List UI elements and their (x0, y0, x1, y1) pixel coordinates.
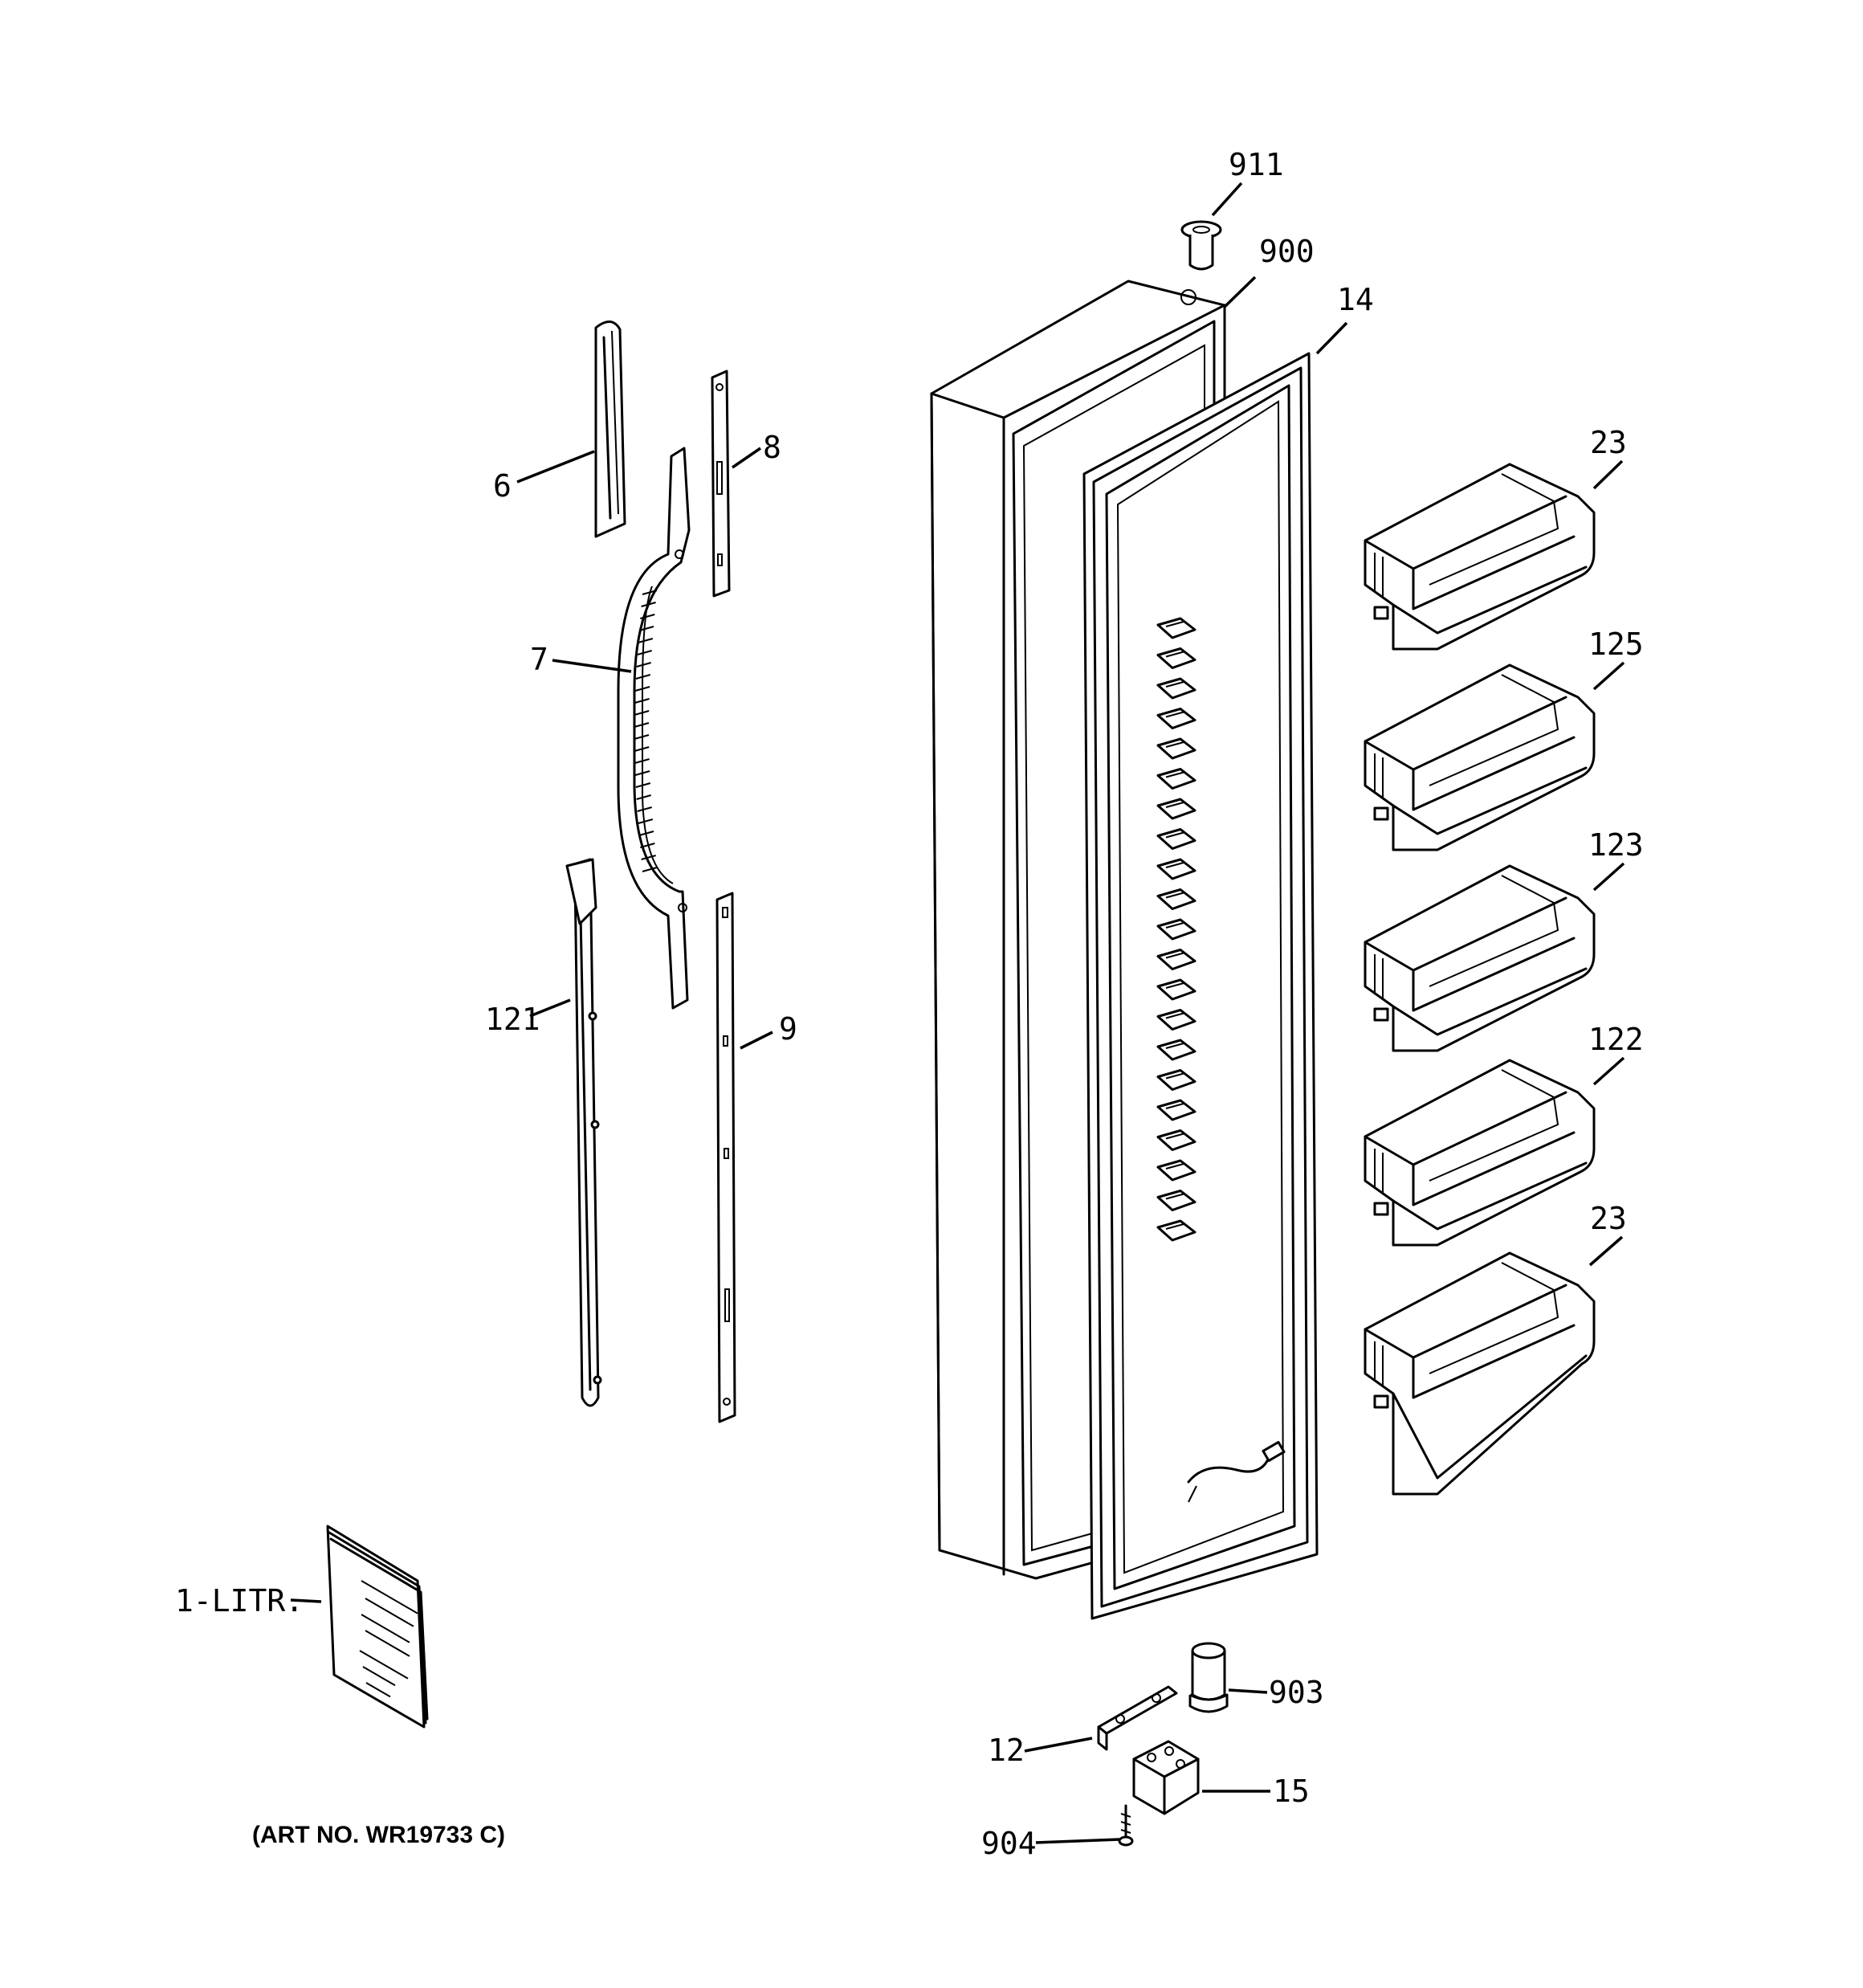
callout-1-litr: 1-LITR. (175, 1583, 304, 1619)
shelf-clip (1156, 768, 1196, 790)
handle-rib (634, 734, 650, 740)
shelf-clip (1156, 888, 1196, 910)
booklet-text-line (365, 1598, 414, 1627)
handle-rib (637, 650, 652, 655)
handle-rib (638, 638, 654, 643)
callout-121: 121 (485, 1002, 540, 1037)
shelf-clip (1156, 737, 1196, 760)
handle-rib (638, 626, 654, 631)
booklet-text-line (365, 1630, 410, 1657)
handle-rib (642, 867, 658, 872)
shelf-clip (1156, 949, 1196, 970)
callout-23-bottom: 23 (1590, 1201, 1627, 1236)
callout-125: 125 (1588, 627, 1644, 662)
callout-903: 903 (1269, 1675, 1324, 1710)
handle-rib (636, 662, 651, 667)
callout-15: 15 (1273, 1774, 1310, 1809)
callout-900: 900 (1259, 234, 1315, 269)
shelf-clip (1156, 1039, 1196, 1061)
callout-7: 7 (530, 642, 548, 677)
handle-rib (635, 782, 651, 788)
shelf-clip (1156, 1099, 1196, 1121)
callout-911: 911 (1229, 147, 1284, 182)
callout-122: 122 (1588, 1022, 1644, 1057)
part-911-bushing (1180, 220, 1222, 271)
part-15-bottom-hinge (1132, 1740, 1200, 1815)
handle-rib (634, 770, 650, 776)
handle-rib (634, 746, 650, 752)
leader-lines (290, 182, 1625, 1844)
handle-rib (641, 602, 656, 607)
handle-rib (640, 843, 655, 848)
handle-rib (634, 722, 650, 728)
part-12-hinge-bracket (1097, 1685, 1178, 1751)
callout-9: 9 (779, 1011, 797, 1047)
callout-123: 123 (1588, 827, 1644, 863)
callout-8: 8 (763, 430, 781, 465)
shelf-clip (1156, 858, 1196, 880)
callout-12: 12 (988, 1733, 1025, 1768)
shelf-clip (1156, 1190, 1196, 1211)
part-8-mounting-strip (711, 369, 731, 598)
shelf-clip (1156, 647, 1196, 669)
booklet-text-line (361, 1580, 418, 1614)
booklet-text-line (362, 1666, 396, 1687)
shelf-clip (1156, 828, 1196, 850)
door-shelf-clips (1156, 617, 1196, 1242)
handle-rib (634, 698, 650, 704)
door-bin (1364, 1251, 1596, 1496)
callout-904: 904 (981, 1826, 1037, 1861)
handle-rib (642, 590, 658, 595)
part-14-door-gasket (1082, 352, 1319, 1620)
callout-labels: 911 900 14 23 125 123 122 23 6 8 7 121 9… (175, 147, 1644, 1861)
booklet-text-line (361, 1614, 410, 1643)
shelf-clip (1156, 1129, 1196, 1151)
shelf-clip (1156, 798, 1196, 820)
part-9-mounting-strip (715, 892, 736, 1423)
part-1-litr-literature (326, 1525, 429, 1729)
handle-rib (634, 710, 650, 716)
handle-rib (637, 806, 652, 812)
handle-rib (636, 794, 651, 800)
shelf-clip (1156, 677, 1196, 700)
shelf-clip (1156, 1159, 1196, 1182)
handle-rib (638, 831, 654, 836)
handle-rib (635, 674, 651, 680)
handle-rib (634, 686, 650, 692)
door-wire-harness (1187, 1440, 1286, 1503)
booklet-text-line (365, 1682, 391, 1698)
shelf-clip (1156, 1219, 1196, 1242)
shelf-clip (1156, 1069, 1196, 1091)
door-bin (1364, 463, 1596, 651)
handle-rib (634, 758, 650, 764)
callout-14: 14 (1337, 282, 1374, 317)
part-121-handle-trim (565, 858, 602, 1407)
door-bin (1364, 663, 1596, 851)
door-bin (1364, 1059, 1596, 1247)
shelf-clip (1156, 617, 1196, 639)
door-bins (1364, 463, 1596, 1496)
part-903-hinge-pin (1188, 1642, 1229, 1713)
handle-rib (641, 855, 656, 860)
door-bin (1364, 864, 1596, 1052)
part-904-screw (1118, 1804, 1134, 1847)
handle-ribs (634, 590, 658, 872)
callout-6: 6 (493, 468, 512, 504)
handle-rib (640, 614, 655, 619)
part-6-handle-cap (594, 320, 626, 538)
booklet-text-line (359, 1650, 409, 1680)
shelf-clip (1156, 1009, 1196, 1031)
part-7-door-handle (617, 447, 691, 1010)
callout-23-top: 23 (1590, 425, 1627, 460)
shelf-clip (1156, 978, 1196, 1001)
handle-rib (638, 818, 654, 824)
shelf-clip (1156, 708, 1196, 729)
shelf-clip (1156, 918, 1196, 941)
art-number: (ART NO. WR19733 C) (252, 1822, 505, 1848)
